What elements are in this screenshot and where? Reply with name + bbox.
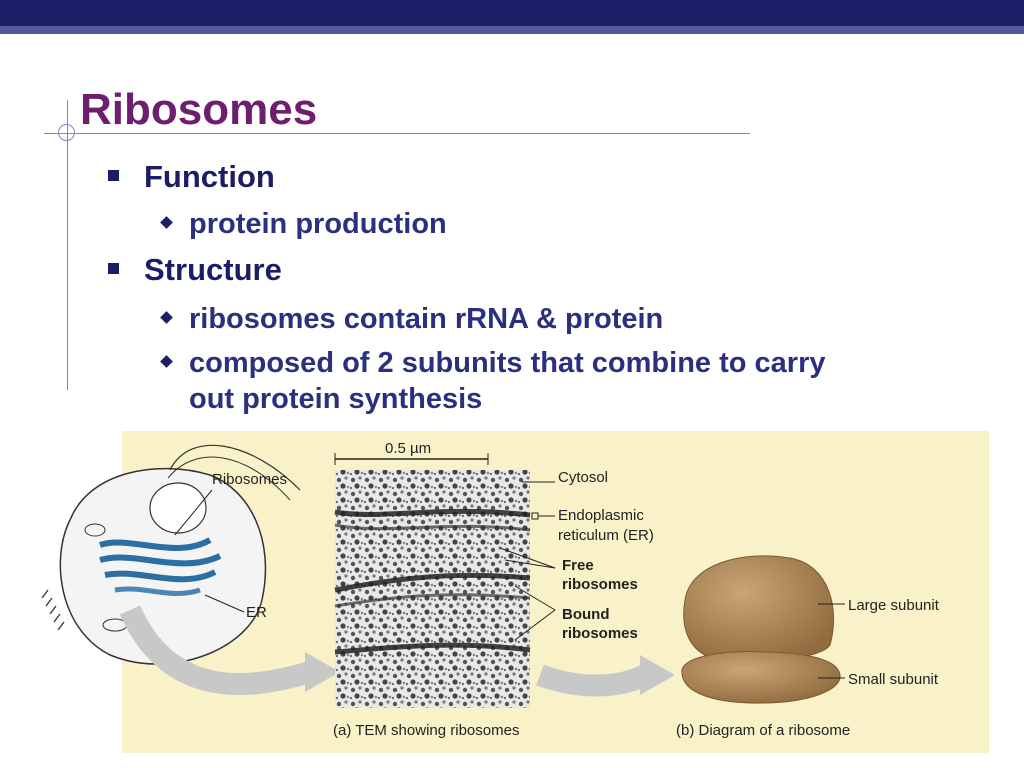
tem-micrograph — [335, 470, 530, 708]
cell-label-ribosomes: Ribosomes — [212, 471, 287, 488]
square-bullet-icon — [108, 170, 119, 181]
scale-label: 0.5 µm — [385, 440, 431, 457]
label-free-ribosomes: ribosomes — [562, 576, 638, 593]
label-endoplasmic: Endoplasmic — [558, 507, 644, 524]
label-reticulum: reticulum (ER) — [558, 527, 654, 544]
cell-label-er: ER — [246, 604, 267, 621]
arrow-head-icon — [640, 655, 675, 695]
sub-bullet-text: protein production — [189, 208, 447, 240]
title-underline — [44, 133, 750, 134]
bullet-text: Function — [144, 159, 275, 194]
label-free: Free — [562, 557, 594, 574]
sub-bullet-text: ribosomes contain rRNA & protein — [189, 303, 664, 335]
label-bound-ribosomes: ribosomes — [562, 625, 638, 642]
caption-b: (b) Diagram of a ribosome — [676, 722, 850, 739]
label-small-subunit: Small subunit — [848, 671, 939, 688]
sub-bullet-text: out protein synthesis — [189, 383, 483, 415]
sub-bullet-text: composed of 2 subunits that combine to c… — [189, 347, 826, 379]
slide-title: Ribosomes — [80, 85, 318, 134]
label-large-subunit: Large subunit — [848, 597, 940, 614]
vertical-rule — [67, 100, 68, 390]
cell-drawing — [41, 444, 301, 665]
crosshair-circle — [58, 124, 75, 141]
header-bar — [0, 0, 1024, 26]
arrow-tem-to-ribosome — [536, 664, 651, 697]
arrow-cell-to-tem — [119, 605, 314, 696]
small-subunit-shape — [681, 651, 841, 704]
header-accent-bar — [0, 26, 1024, 34]
label-cytosol: Cytosol — [558, 469, 608, 486]
label-bound: Bound — [562, 606, 609, 623]
arrow-head-icon — [305, 652, 340, 692]
square-bullet-icon — [108, 263, 119, 274]
caption-a: (a) TEM showing ribosomes — [333, 722, 519, 739]
large-subunit-shape — [683, 555, 835, 662]
bullet-text: Structure — [144, 252, 282, 287]
figure-panel — [122, 431, 989, 753]
